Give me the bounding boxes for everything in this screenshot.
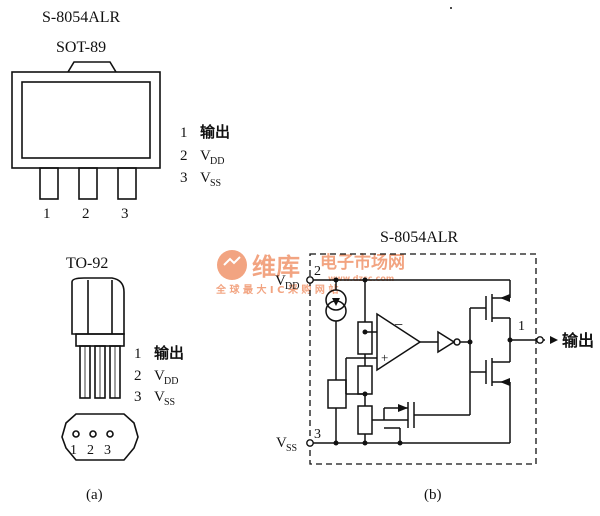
svg-text:电子市场网: 电子市场网 [320,252,405,273]
svg-text:V: V [200,148,211,164]
svg-text:1: 1 [134,346,142,362]
svg-text:3: 3 [134,389,142,405]
svg-text:V: V [275,273,286,289]
svg-text:SS: SS [210,178,221,189]
svg-text:DD: DD [210,156,224,167]
vdd-terminal [306,276,314,284]
vss-label: V SS 3 [276,427,321,454]
sot89-package-body [11,61,161,200]
to92-pin-number: 3 [104,443,111,458]
output-label: 1 输出 [518,319,594,350]
svg-text:SS: SS [286,443,297,454]
sot89-package-label: SOT-89 [56,39,106,56]
terminal-circles [306,276,544,447]
svg-text:3: 3 [314,427,321,442]
svg-text:DD: DD [285,281,299,292]
to92-pin-legend: 1 输出 2 V DD 3 V SS [134,344,184,408]
svg-text:2: 2 [180,148,188,164]
svg-text:V: V [154,368,165,384]
block-diagram-wiring [313,279,545,444]
svg-text:2: 2 [134,368,142,384]
comparator-minus-sign: − [394,317,403,334]
svg-text:2: 2 [314,264,321,279]
svg-text:DD: DD [164,376,178,387]
svg-text:V: V [276,435,287,451]
svg-text:V: V [154,389,165,405]
block-diagram-arrows [332,294,558,412]
block-diagram-title: S-8054ALR [380,229,459,246]
svg-text:维库: 维库 [252,253,300,281]
to92-pin-number: 1 [70,443,77,458]
comparator-plus-sign: + [381,350,388,365]
sot89-part-name: S-8054ALR [42,9,121,26]
svg-text:1: 1 [180,125,188,141]
sot89-pin-number: 3 [121,206,129,222]
svg-text:1: 1 [518,319,525,334]
junction-dots [333,277,513,446]
watermark: 维库 电子市场网 www.dzsc.com 全 球 最 大 I C 采 购 网 … [215,250,405,296]
svg-text:www.dzsc.com: www.dzsc.com [328,274,394,283]
out-terminal [536,336,544,344]
sot89-pin-number: 1 [43,206,51,222]
svg-text:输出: 输出 [200,123,230,141]
to92-package-label: TO-92 [66,255,108,272]
svg-text:输出: 输出 [154,344,184,362]
sot89-pin-number: 2 [82,206,90,222]
vss-terminal [306,439,314,447]
sot89-pin-legend: 1 输出 2 V DD 3 V SS [180,123,230,189]
vdd-label: V DD 2 [275,264,321,292]
svg-text:V: V [200,170,211,186]
to92-package-body [61,277,139,461]
figure-caption-b: (b) [424,487,442,503]
to92-pin-number: 2 [87,443,94,458]
svg-text:3: 3 [180,170,188,186]
svg-text:SS: SS [164,397,175,408]
svg-text:全 球 最 大 I C 采 购 网 站: 全 球 最 大 I C 采 购 网 站 [215,283,338,296]
ic-boundary [309,253,537,465]
watermark-logo-icon [217,250,247,280]
svg-text:输出: 输出 [562,331,594,350]
figure-caption-a: (a) [86,487,103,503]
